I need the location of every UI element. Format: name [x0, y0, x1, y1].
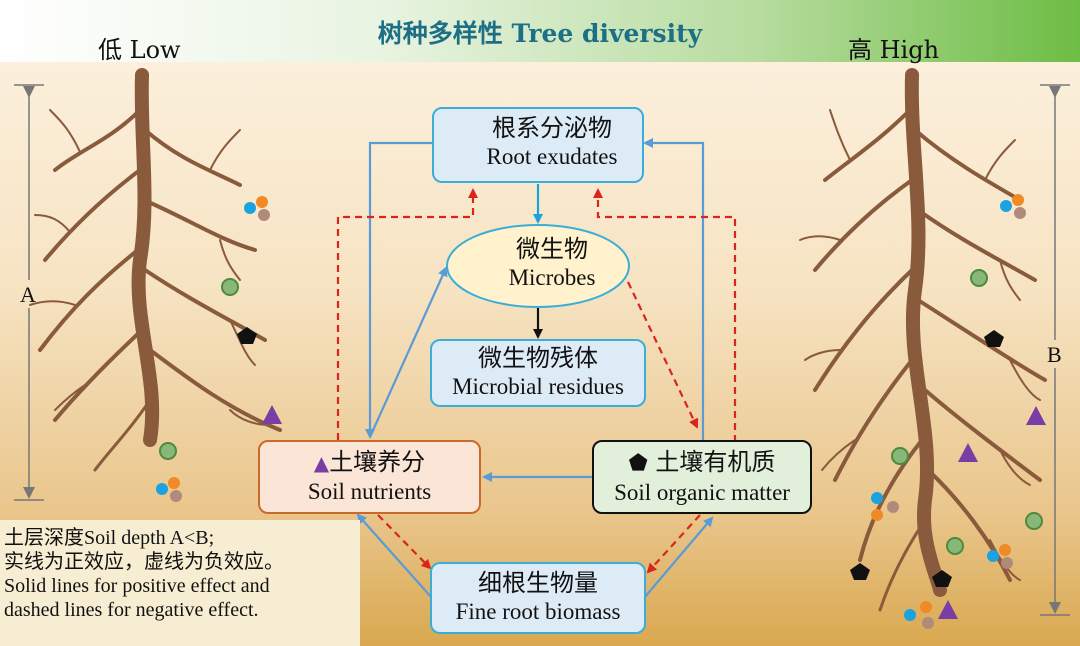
- triangle-icon: [262, 405, 282, 424]
- triangle-icon: [1026, 406, 1046, 425]
- triangle-icon: [938, 600, 958, 619]
- exudate-icon: [904, 601, 934, 629]
- node-soil-nutrients: ▲土壤养分 Soil nutrients: [259, 447, 480, 506]
- node-root-exudates: 根系分泌物 Root exudates: [463, 113, 641, 171]
- arrow-nutrients-to-fineroot: [377, 514, 432, 570]
- microbe-icon: [221, 278, 239, 296]
- right-tree-roots: [799, 68, 1047, 612]
- som-cn: ⬟ 土壤有机质: [628, 448, 776, 476]
- note-line-2: 实线为正效应，虚线为负效应。: [4, 551, 284, 573]
- header-bar: [0, 0, 1080, 62]
- negative-arrows: [336, 188, 737, 574]
- residues-en: Microbial residues: [452, 374, 624, 399]
- exudate-icon: [1000, 194, 1026, 219]
- arrow-fineroot-to-som: [643, 516, 714, 599]
- depth-scale-b: [1040, 84, 1070, 616]
- depth-label-a: A: [20, 282, 36, 307]
- microbe-icon: [946, 537, 964, 555]
- pentagon-icon: [932, 570, 952, 587]
- microbe-icon: [1025, 512, 1043, 530]
- depth-scale-a: [14, 84, 44, 501]
- arrow-microbes-to-som: [627, 281, 699, 429]
- root-exudates-box-shape: [432, 107, 644, 183]
- arrow-exudates-to-nutrients: [365, 141, 433, 439]
- node-microbial-residues: 微生物残体 Microbial residues: [431, 343, 645, 401]
- arrow-fineroot-to-nutrients: [356, 513, 433, 599]
- exudate-icon: [871, 492, 899, 521]
- arrow-nutrients-to-exudates: [336, 188, 478, 440]
- high-diversity-label: 高 High: [848, 36, 940, 64]
- node-fine-root-biomass: 细根生物量 Fine root biomass: [431, 568, 645, 626]
- exudate-icon: [156, 477, 182, 502]
- microbe-icon: [891, 447, 909, 465]
- triangle-icon: [958, 443, 978, 462]
- depth-label-b: B: [1047, 342, 1062, 367]
- pentagon-icon: ⬟: [628, 451, 648, 476]
- note-line-4: dashed lines for negative effect.: [4, 599, 259, 621]
- arrow-som-to-exudates: [643, 138, 705, 442]
- nutrients-cn: ▲土壤养分: [313, 448, 426, 476]
- node-soil-organic-matter: ⬟ 土壤有机质 Soil organic matter: [593, 447, 811, 507]
- fineroot-en: Fine root biomass: [455, 599, 621, 624]
- microbe-icon: [970, 269, 988, 287]
- residues-box-shape: [430, 339, 646, 407]
- triangle-icon: ▲: [313, 451, 330, 475]
- diagram-title: 树种多样性 Tree diversity: [377, 19, 703, 48]
- note-line-1: 土层深度Soil depth A<B;: [4, 527, 215, 549]
- pentagon-icon: [850, 563, 870, 580]
- fineroot-cn: 细根生物量: [478, 569, 598, 597]
- low-diversity-label: 低 Low: [98, 36, 181, 64]
- root-exudates-en: Root exudates: [486, 144, 618, 169]
- node-microbes: 微生物 Microbes: [487, 234, 617, 292]
- residues-cn: 微生物残体: [478, 344, 598, 372]
- root-exudates-cn: 根系分泌物: [492, 114, 612, 142]
- exudate-icon: [244, 196, 270, 221]
- microbes-en: Microbes: [508, 265, 596, 290]
- arrow-nutrients-to-microbes: [368, 266, 448, 438]
- microbes-cn: 微生物: [516, 235, 588, 263]
- exudate-icon: [987, 544, 1013, 569]
- som-en: Soil organic matter: [614, 480, 790, 505]
- positive-arrows: [356, 138, 714, 599]
- fineroot-box-shape: [430, 562, 646, 634]
- microbes-ellipse: [446, 224, 630, 308]
- microbe-icon: [159, 442, 177, 460]
- note-line-3: Solid lines for positive effect and: [4, 575, 270, 597]
- som-box-shape: [592, 440, 812, 514]
- arrow-som-to-exudates-neg: [593, 188, 737, 442]
- pentagon-icon: [984, 330, 1004, 347]
- arrow-som-to-fineroot: [646, 514, 701, 574]
- nutrients-en: Soil nutrients: [307, 479, 432, 504]
- pentagon-icon: [237, 327, 257, 344]
- nutrients-box-shape: [258, 440, 481, 514]
- legend-note: 土层深度Soil depth A<B; 实线为正效应，虚线为负效应。 Solid…: [0, 520, 360, 646]
